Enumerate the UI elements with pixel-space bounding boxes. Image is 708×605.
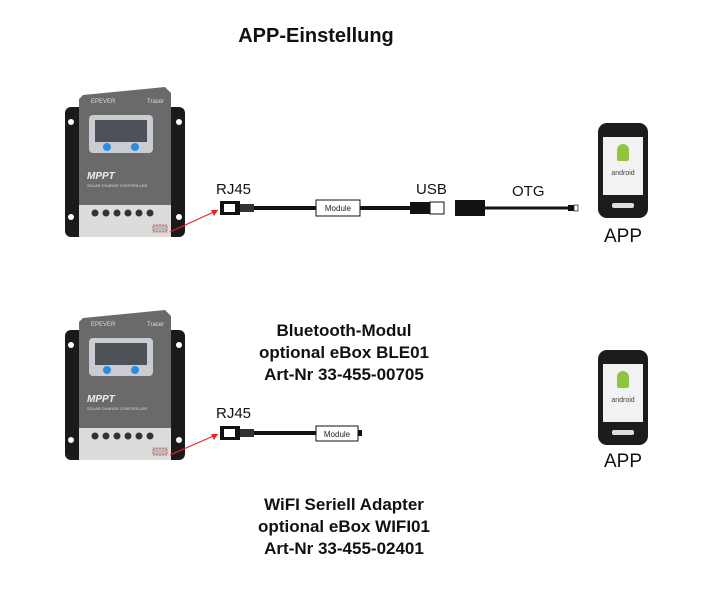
module-box-2 bbox=[315, 425, 359, 442]
controller-model: Tracer bbox=[147, 322, 164, 328]
wifi-line-1: WiFI Seriell Adapter bbox=[264, 495, 424, 514]
usb-label: USB bbox=[416, 181, 447, 198]
module-label-2: Module bbox=[324, 430, 351, 439]
android-phone-1: android bbox=[598, 123, 648, 218]
otg-label: OTG bbox=[512, 183, 545, 200]
pointer-arrow bbox=[169, 433, 219, 456]
solar-charge-controller-2: EPEVER Tracer MPPT SOLAR CHARGE CONTROLL… bbox=[64, 309, 186, 461]
controller-brand: EPEVER bbox=[91, 322, 116, 328]
bluetooth-line-1: Bluetooth-Modul bbox=[276, 321, 411, 340]
solar-charge-controller-1: EPEVER Tracer MPPT SOLAR CHARGE CONTROLL… bbox=[64, 86, 186, 238]
controller-subtitle: SOLAR CHARGE CONTROLLER bbox=[87, 183, 147, 188]
app-label-2: APP bbox=[604, 451, 642, 472]
android-logo-text: android bbox=[611, 170, 634, 177]
module-label-1: Module bbox=[325, 204, 352, 213]
controller-type: MPPT bbox=[87, 171, 116, 182]
wifi-line-3: Art-Nr 33-455-02401 bbox=[264, 539, 424, 558]
module-box-1 bbox=[315, 199, 361, 217]
controller-type: MPPT bbox=[87, 394, 116, 405]
wifi-line-2: optional eBox WIFI01 bbox=[258, 517, 430, 536]
controller-brand: EPEVER bbox=[91, 99, 116, 105]
arrow-head-icon bbox=[211, 210, 218, 216]
wifi-adapter-info: WiFI Seriell Adapter optional eBox WIFI0… bbox=[258, 495, 430, 558]
controller-subtitle: SOLAR CHARGE CONTROLLER bbox=[87, 406, 147, 411]
bluetooth-module-info: Bluetooth-Modul optional eBox BLE01 Art-… bbox=[259, 321, 429, 384]
page-title: APP-Einstellung bbox=[238, 25, 394, 47]
bluetooth-line-3: Art-Nr 33-455-00705 bbox=[264, 365, 424, 384]
rj45-label-2: RJ45 bbox=[216, 405, 251, 422]
cable-usb bbox=[220, 200, 579, 216]
rj45-label-1: RJ45 bbox=[216, 181, 251, 198]
bluetooth-line-2: optional eBox BLE01 bbox=[259, 343, 429, 362]
cable-module bbox=[220, 426, 362, 440]
android-logo-text: android bbox=[611, 397, 634, 404]
android-phone-2: android bbox=[598, 350, 648, 445]
arrow-head-icon bbox=[211, 434, 218, 440]
app-label-1: APP bbox=[604, 226, 642, 247]
pointer-arrow bbox=[169, 209, 219, 233]
controller-model: Tracer bbox=[147, 99, 164, 105]
